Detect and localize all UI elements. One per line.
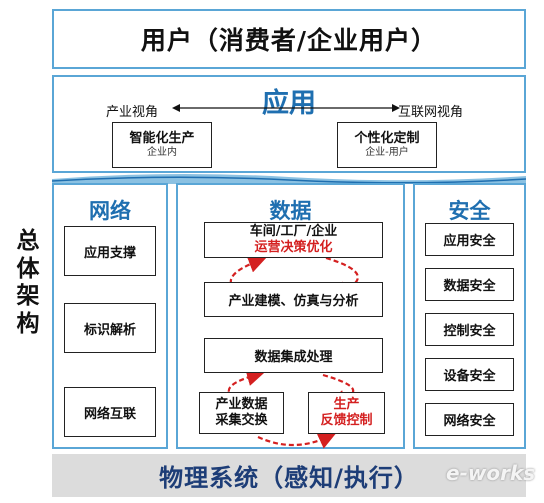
security-title: 安全 (448, 199, 491, 223)
data-column: 数据 车间/工厂/企业 运营决策优化 产业建模、仿真与分析 数据集成处理 产业数… (176, 183, 405, 449)
custom-made-box: 个性化定制 企业-用户 (337, 122, 437, 168)
smart-production-label: 智能化生产 (129, 130, 195, 146)
data-collection-line1: 产业数据 (215, 396, 268, 412)
security-column: 安全 应用安全 数据安全 控制安全 设备安全 网络安全 (413, 183, 526, 449)
data-integration-box: 数据集成处理 (204, 338, 383, 373)
side-label-char: 架 (16, 283, 40, 310)
security-item-control: 控制安全 (425, 313, 514, 346)
physical-layer-box: 物理系统（感知/执行） (52, 454, 526, 497)
data-feedback-line2: 反馈控制 (320, 413, 373, 428)
data-modeling-box: 产业建模、仿真与分析 (204, 282, 383, 317)
data-title: 数据 (269, 199, 312, 223)
security-item-data: 数据安全 (425, 268, 514, 301)
custom-made-sub: 企业-用户 (365, 146, 409, 158)
side-label-char: 构 (16, 310, 40, 337)
application-title: 应用 (262, 88, 316, 119)
network-item-identifier: 标识解析 (64, 303, 156, 353)
wave-divider (52, 173, 526, 184)
physical-layer-title: 物理系统（感知/执行） (159, 464, 419, 492)
data-enterprise-box: 车间/工厂/企业 运营决策优化 (204, 222, 383, 258)
security-item-app: 应用安全 (425, 223, 514, 256)
smart-production-sub: 企业内 (147, 146, 177, 158)
user-layer-box: 用户（消费者/企业用户） (52, 9, 526, 69)
custom-made-label: 个性化定制 (354, 130, 420, 146)
network-title: 网络 (89, 199, 131, 223)
security-item-device: 设备安全 (425, 358, 514, 391)
network-item-app-support: 应用支撑 (64, 226, 156, 276)
data-enterprise-red-label: 运营决策优化 (254, 240, 333, 255)
watermark-logo: e-works (446, 461, 536, 485)
internet-view-label: 互联网视角 (398, 105, 464, 120)
industry-view-label: 产业视角 (106, 105, 159, 120)
smart-production-box: 智能化生产 企业内 (112, 122, 212, 168)
network-item-interconnect: 网络互联 (64, 387, 156, 437)
network-column: 网络 应用支撑 标识解析 网络互联 (52, 183, 168, 449)
application-layer-box: 应用 产业视角 互联网视角 智能化生产 企业内 个性化定制 企业-用户 (52, 75, 526, 173)
data-enterprise-label: 车间/工厂/企业 (249, 223, 338, 239)
architecture-side-label: 总 体 架 构 (14, 228, 42, 338)
security-item-network: 网络安全 (425, 403, 514, 436)
side-label-char: 总 (16, 228, 40, 254)
double-arrow-icon (172, 104, 400, 112)
data-feedback-line1: 生产 (333, 396, 360, 412)
data-collection-line2: 采集交换 (215, 413, 268, 428)
user-layer-title: 用户（消费者/企业用户） (140, 26, 438, 55)
data-feedback-box: 生产 反馈控制 (308, 392, 385, 434)
side-label-char: 体 (16, 255, 40, 282)
data-collection-box: 产业数据 采集交换 (199, 392, 284, 434)
